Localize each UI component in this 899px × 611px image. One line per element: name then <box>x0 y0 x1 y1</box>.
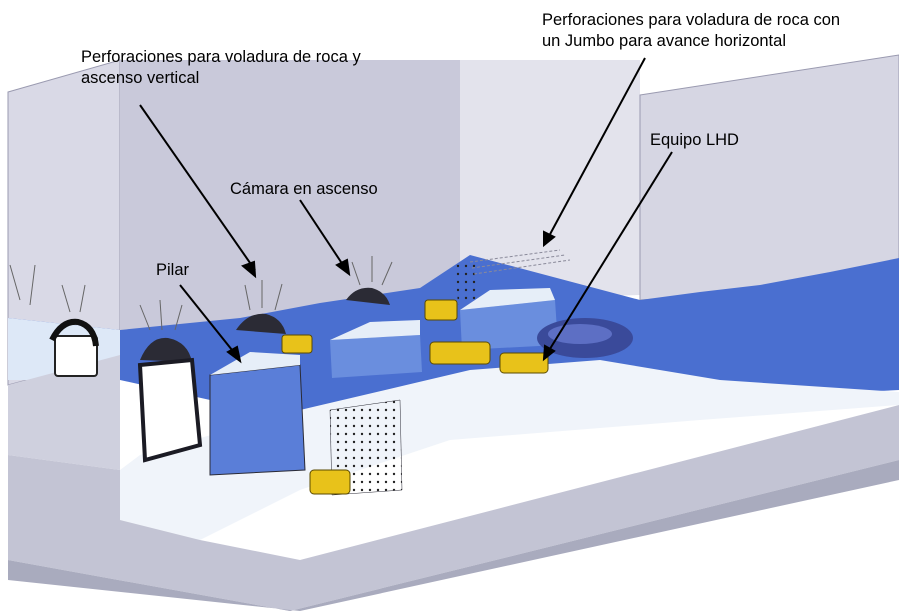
drill-rig-2 <box>309 469 351 495</box>
arch-1 <box>49 318 99 347</box>
jumbo-block-top <box>460 288 555 310</box>
drill-holes-fan <box>9 256 393 331</box>
pillar-block-front <box>209 364 306 476</box>
left-window-opening <box>54 335 98 377</box>
pillar-block-top <box>210 352 300 375</box>
back-rock-wall <box>120 60 460 345</box>
chamber-block-top <box>330 320 420 340</box>
arrow-chamber <box>299 199 346 269</box>
label-lhd: Equipo LHD <box>650 131 739 149</box>
right-rock-wall <box>639 54 899 301</box>
drill-rig-1 <box>281 334 313 354</box>
drill-pattern-back <box>455 260 480 305</box>
loader-machine-1 <box>429 341 491 365</box>
back-rock-wall-middle <box>460 60 640 300</box>
jumbo-drill-lines <box>469 249 571 275</box>
label-drilling-jumbo: Perforaciones para voladura de roca con … <box>542 10 840 52</box>
arch-4 <box>346 287 390 305</box>
label-drilling-vertical: Perforaciones para voladura de roca y as… <box>81 47 361 89</box>
arch-3 <box>236 313 286 334</box>
label-drilling-jumbo-line1: Perforaciones para voladura de roca con <box>542 11 841 29</box>
mine-floor <box>120 360 899 540</box>
arch-2 <box>140 337 192 362</box>
label-drilling-jumbo-line2: un Jumbo para avance horizontal <box>542 32 786 50</box>
label-drilling-vertical-line2: ascenso vertical <box>81 69 200 87</box>
pillar-tunnel <box>137 357 203 463</box>
lhd-machine <box>499 352 549 374</box>
callout-arrows <box>139 57 673 364</box>
base-slab-top <box>8 405 899 611</box>
ore-rubble-highlight <box>548 324 612 344</box>
label-chamber: Cámara en ascenso <box>230 180 378 198</box>
arrow-lhd <box>547 151 673 353</box>
arrow-pillar <box>179 284 237 356</box>
label-pillar: Pilar <box>156 261 190 279</box>
front-rock-face <box>8 355 120 470</box>
arrow-jumbo <box>547 57 646 239</box>
label-drilling-vertical-line1: Perforaciones para voladura de roca y <box>81 48 361 66</box>
jumbo-block-front <box>460 300 558 350</box>
chamber-block-front <box>330 335 422 378</box>
jumbo-rig <box>424 299 458 321</box>
arrow-drilling-vertical <box>139 104 256 271</box>
